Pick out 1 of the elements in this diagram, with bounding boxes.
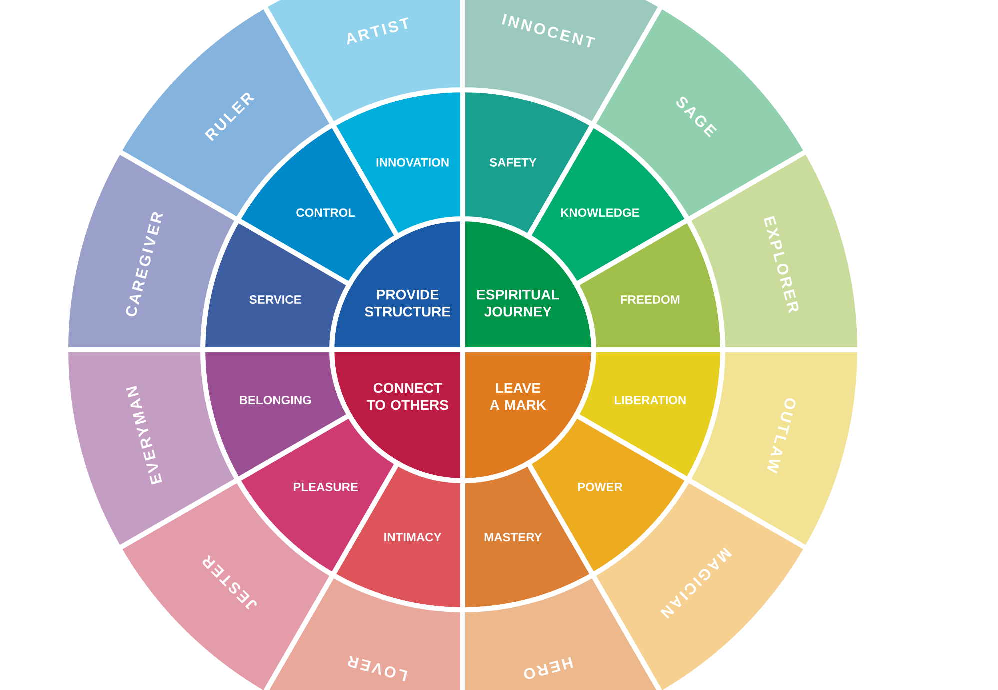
center-quadrant: LEAVE A MARK: [460, 348, 596, 484]
